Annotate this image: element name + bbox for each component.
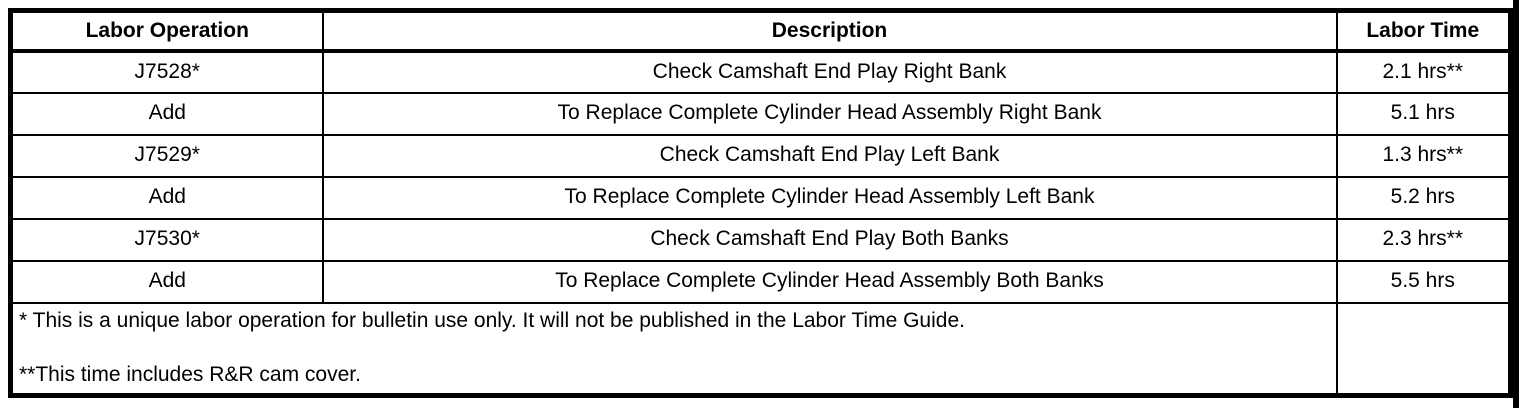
column-header-labor-time: Labor Time <box>1335 9 1512 53</box>
labor-operation-cell: J7529* <box>9 133 324 178</box>
table-row: J7529* Check Camshaft End Play Left Bank… <box>9 133 1512 178</box>
table-header-row: Labor Operation Description Labor Time <box>9 9 1512 53</box>
table-row: J7530* Check Camshaft End Play Both Bank… <box>9 217 1512 262</box>
table-row: Add To Replace Complete Cylinder Head As… <box>9 91 1512 136</box>
description-cell: To Replace Complete Cylinder Head Assemb… <box>321 259 1338 304</box>
footnote-cam-cover: **This time includes R&R cam cover. <box>19 362 361 386</box>
labor-operation-cell: Add <box>9 91 324 136</box>
labor-time-cell: 5.5 hrs <box>1335 259 1512 304</box>
column-header-description: Description <box>321 9 1338 53</box>
empty-labor-time-cell <box>1335 301 1512 397</box>
labor-operation-cell: Add <box>9 259 324 304</box>
labor-operation-cell: Add <box>9 175 324 220</box>
description-cell: To Replace Complete Cylinder Head Assemb… <box>321 91 1338 136</box>
labor-time-cell: 5.1 hrs <box>1335 91 1512 136</box>
footnote-unique-operation: * This is a unique labor operation for b… <box>19 308 965 332</box>
description-cell: To Replace Complete Cylinder Head Assemb… <box>321 175 1338 220</box>
labor-operation-cell: J7530* <box>9 217 324 262</box>
table-row: J7528* Check Camshaft End Play Right Ban… <box>9 49 1512 94</box>
labor-operation-cell: J7528* <box>9 49 324 94</box>
table-row: Add To Replace Complete Cylinder Head As… <box>9 175 1512 220</box>
labor-time-cell: 5.2 hrs <box>1335 175 1512 220</box>
labor-time-table: Labor Operation Description Labor Time J… <box>8 8 1513 398</box>
description-cell: Check Camshaft End Play Right Bank <box>321 49 1338 94</box>
description-cell: Check Camshaft End Play Both Banks <box>321 217 1338 262</box>
labor-time-cell: 1.3 hrs** <box>1335 133 1512 178</box>
page-border-right <box>1513 0 1519 408</box>
labor-time-cell: 2.3 hrs** <box>1335 217 1512 262</box>
description-cell: Check Camshaft End Play Left Bank <box>321 133 1338 178</box>
footnotes-row: * This is a unique labor operation for b… <box>9 301 1512 397</box>
footnotes-cell: * This is a unique labor operation for b… <box>9 301 1338 397</box>
table-row: Add To Replace Complete Cylinder Head As… <box>9 259 1512 304</box>
column-header-labor-operation: Labor Operation <box>9 9 324 53</box>
labor-time-cell: 2.1 hrs** <box>1335 49 1512 94</box>
